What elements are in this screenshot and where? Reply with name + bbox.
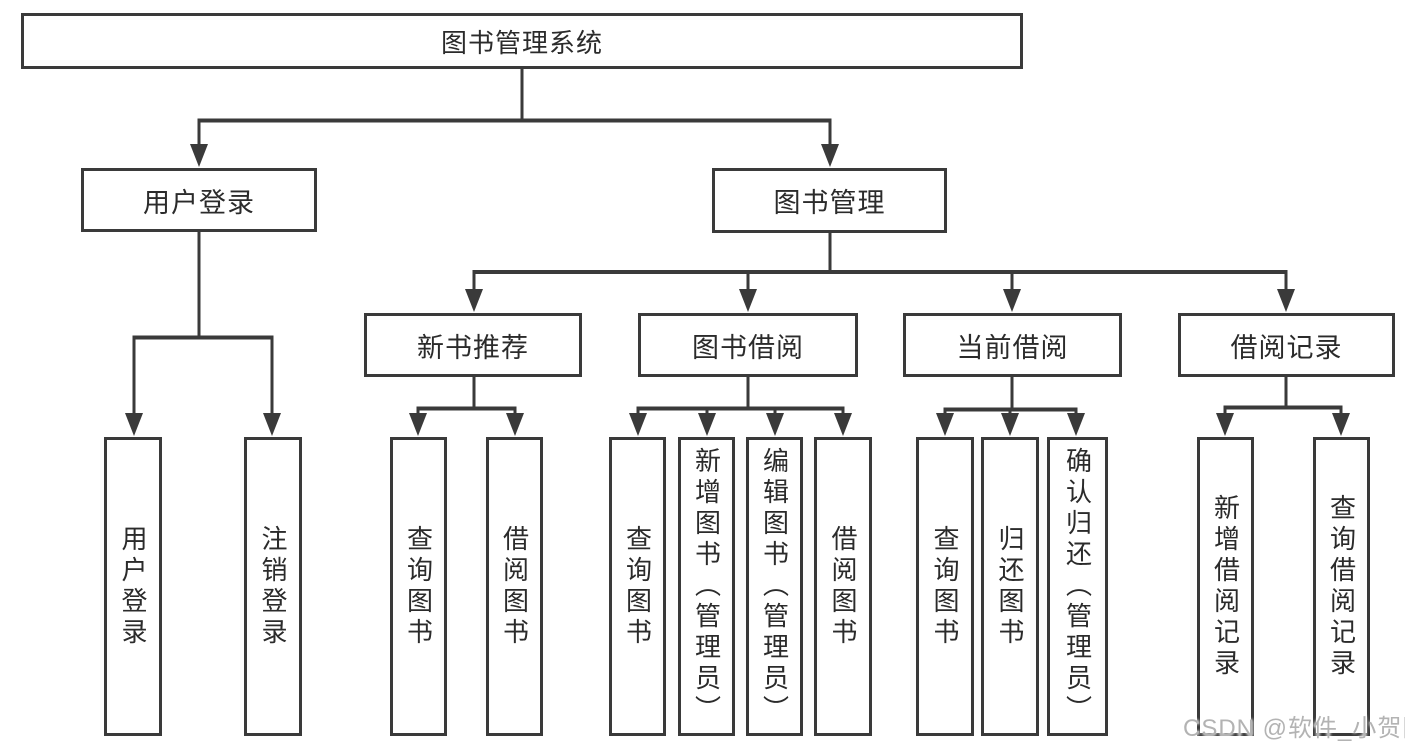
leaf-nb-borrow-books: 借阅图书 [486, 437, 543, 736]
node-borrowing-records: 借阅记录 [1178, 313, 1395, 377]
node-library-system: 图书管理系统 [21, 13, 1023, 69]
node-current-borrowing: 当前借阅 [903, 313, 1122, 377]
node-current-borrowing-label: 当前借阅 [956, 332, 1069, 363]
leaf-br-add-record-label: 新增借阅记录 [1210, 493, 1241, 680]
node-book-management: 图书管理 [712, 168, 947, 233]
leaf-bb-borrow-books: 借阅图书 [814, 437, 872, 736]
leaf-cb-query-books-label: 查询图书 [930, 524, 960, 649]
node-book-management-label: 图书管理 [773, 188, 886, 218]
node-new-book-recommend-label: 新书推荐 [417, 332, 529, 363]
leaf-user-login: 用户登录 [104, 437, 162, 736]
leaf-br-add-record: 新增借阅记录 [1197, 437, 1254, 736]
leaf-logout-login: 注销登录 [244, 437, 302, 736]
leaf-nb-borrow-books-label: 借阅图书 [499, 524, 530, 649]
leaf-bb-edit-books-admin: 编辑图书（管理员） [746, 437, 803, 736]
leaf-user-login-label: 用户登录 [118, 524, 148, 649]
node-user-login: 用户登录 [81, 168, 317, 232]
csdn-watermark: CSDN @软件_小贺同学 [1183, 715, 1405, 742]
leaf-bb-query-books-label: 查询图书 [622, 524, 653, 649]
node-new-book-recommend: 新书推荐 [364, 313, 582, 377]
leaf-bb-add-books-admin: 新增图书（管理员） [678, 437, 735, 736]
node-user-login-label: 用户登录 [143, 187, 255, 218]
node-borrowing-records-label: 借阅记录 [1230, 332, 1343, 363]
leaf-cb-query-books: 查询图书 [916, 437, 974, 736]
leaf-br-query-record-label: 查询借阅记录 [1326, 493, 1357, 680]
leaf-nb-query-books-label: 查询图书 [403, 524, 434, 649]
leaf-cb-confirm-return-admin: 确认归还（管理员） [1047, 437, 1108, 736]
leaf-logout-login-label: 注销登录 [258, 524, 288, 649]
leaf-bb-edit-books-admin-label: 编辑图书（管理员） [759, 447, 790, 726]
leaf-cb-return-books: 归还图书 [981, 437, 1039, 736]
node-library-system-label: 图书管理系统 [440, 27, 603, 58]
leaf-nb-query-books: 查询图书 [390, 437, 447, 736]
node-book-borrowing: 图书借阅 [638, 313, 858, 377]
leaf-cb-return-books-label: 归还图书 [995, 524, 1025, 649]
leaf-br-query-record: 查询借阅记录 [1313, 437, 1370, 736]
node-book-borrowing-label: 图书借阅 [692, 332, 804, 363]
leaf-bb-add-books-admin-label: 新增图书（管理员） [691, 447, 722, 726]
leaf-cb-confirm-return-admin-label: 确认归还（管理员） [1062, 447, 1093, 726]
leaf-bb-query-books: 查询图书 [609, 437, 666, 736]
leaf-bb-borrow-books-label: 借阅图书 [828, 524, 858, 649]
